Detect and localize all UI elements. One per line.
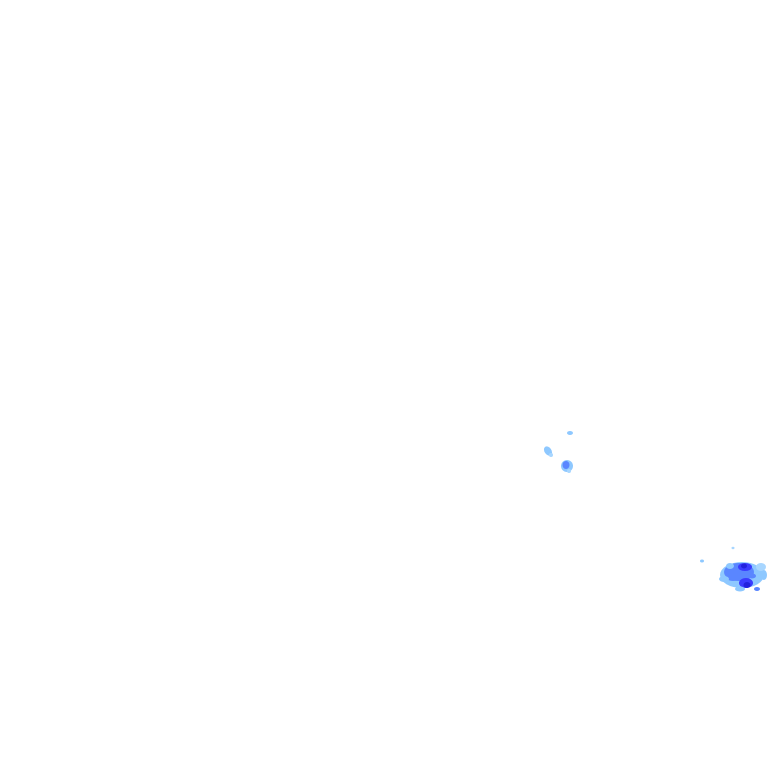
echo-cell — [567, 469, 571, 473]
echo-cell — [756, 563, 766, 571]
echo-cell — [726, 563, 734, 569]
echo-cluster-large-east — [700, 546, 767, 592]
echo-cell — [743, 582, 751, 588]
echo-cluster-small-center — [561, 460, 573, 473]
echo-cluster-small-west — [543, 446, 553, 457]
echo-cell — [562, 461, 570, 469]
echo-cell — [741, 563, 747, 569]
echo-cell — [748, 573, 756, 579]
echo-cell — [549, 453, 553, 457]
echo-cell — [754, 587, 760, 591]
echo-cell — [761, 570, 767, 580]
echo-cluster-small-north — [567, 431, 573, 435]
echo-cell — [567, 431, 573, 435]
echo-cell — [719, 576, 729, 582]
echo-cell — [735, 586, 745, 592]
echo-cell — [700, 559, 704, 563]
echo-cell — [727, 575, 739, 581]
echo-cell — [731, 546, 735, 550]
